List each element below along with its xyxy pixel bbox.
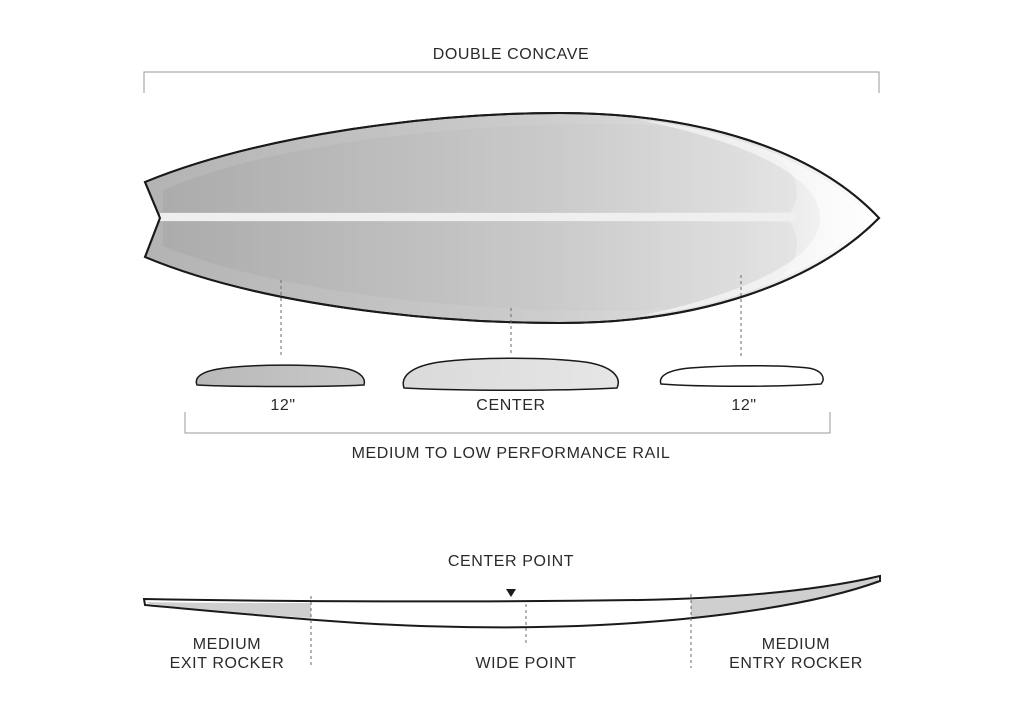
rail-label-left: 12" xyxy=(270,397,295,414)
board-bottom-view xyxy=(143,111,881,325)
rail-section-center xyxy=(402,357,619,391)
center-point-arrow xyxy=(506,589,516,597)
rail-section-right xyxy=(659,365,824,387)
rail-bracket xyxy=(184,412,831,434)
wide-point-label: WIDE POINT xyxy=(475,655,576,672)
board-outline-stroke xyxy=(143,111,881,325)
double-concave-bracket xyxy=(143,71,880,93)
exit-rocker-label-1: MEDIUM xyxy=(193,636,261,653)
rail-section-left xyxy=(195,364,366,388)
concave-panel-top xyxy=(163,123,797,212)
entry-rocker-shade xyxy=(691,578,878,617)
center-point-label: CENTER POINT xyxy=(448,553,574,570)
rail-label-right: 12" xyxy=(731,397,756,414)
double-concave-label: DOUBLE CONCAVE xyxy=(433,46,590,63)
rail-caption: MEDIUM TO LOW PERFORMANCE RAIL xyxy=(352,445,671,462)
rail-label-center: CENTER xyxy=(476,397,545,414)
board-side-profile xyxy=(142,574,881,629)
exit-rocker-label-2: EXIT ROCKER xyxy=(170,655,285,672)
stringer-line xyxy=(160,213,796,221)
concave-panel-bottom xyxy=(163,222,797,312)
entry-rocker-label-2: ENTRY ROCKER xyxy=(729,655,863,672)
side-profile-outline xyxy=(142,574,881,629)
entry-rocker-label-1: MEDIUM xyxy=(762,636,830,653)
exit-rocker-shade xyxy=(146,602,311,618)
